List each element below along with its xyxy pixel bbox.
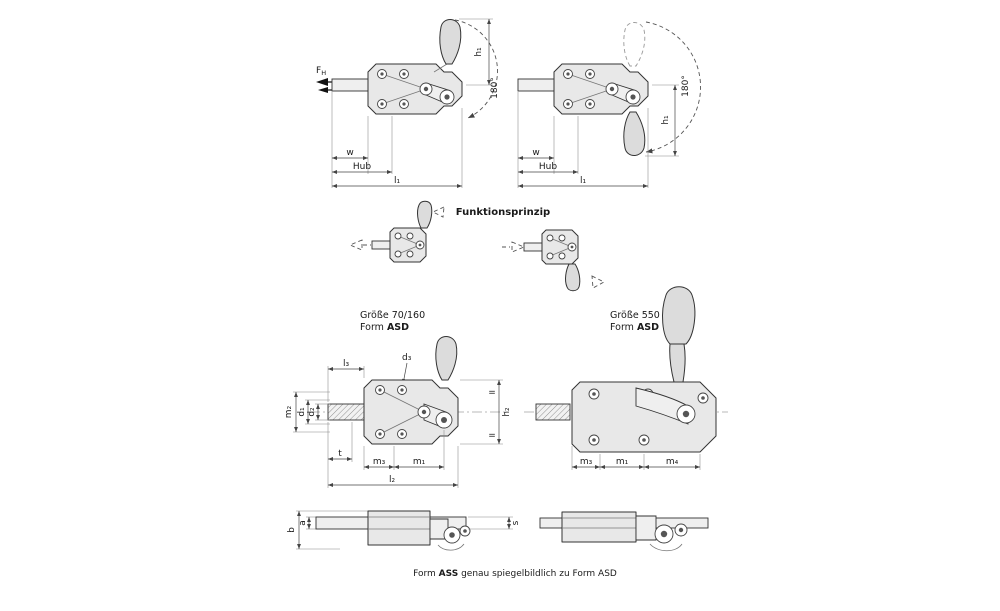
function-diagram-left — [348, 200, 445, 263]
form-label-right: Form ASD — [610, 322, 659, 333]
clamp-body — [363, 379, 459, 445]
handle-knob — [623, 111, 646, 156]
rotation-arc — [454, 19, 498, 119]
clamp-body — [553, 63, 649, 115]
handle-knob — [435, 336, 458, 381]
handle-ghost-position — [623, 22, 646, 67]
function-diagram-right — [502, 229, 605, 292]
dim-m2-label: m₂ — [284, 405, 294, 418]
dim-m1-label-left: m₁ — [413, 457, 426, 467]
dim-m3-label-left: m₃ — [373, 457, 386, 467]
clamp-body — [367, 63, 463, 115]
dim-h1-label-left: h₁ — [474, 47, 484, 57]
dimensioned-view-size-70-160: Größe 70/160 Form ASD m₂ d₁ d₂ l₃ d₃ — [284, 310, 512, 488]
dim-l1-label-right: l₁ — [580, 176, 587, 186]
dim-hub-label-left: Hub — [353, 162, 371, 172]
clamp-view-top-right: 180° h₁ w Hub l₁ — [517, 21, 702, 188]
dimensioned-view-size-550: Größe 550 Form ASD m₃ m₁ m₄ — [524, 286, 728, 470]
body-profile — [367, 510, 431, 546]
funktionsprinzip-title: Funktionsprinzip — [456, 207, 550, 218]
dim-h2-label: h₂ — [502, 407, 512, 417]
dim-m1-label-right: m₁ — [616, 457, 629, 467]
side-view-left: b a s — [287, 510, 521, 551]
dim-d2-label: d₂ — [307, 407, 317, 417]
dim-w-label-right: w — [532, 148, 539, 158]
dim-d3-label: d₃ — [402, 353, 412, 363]
footnote: Form ASS genau spiegelbildlich zu Form A… — [413, 569, 617, 579]
dim-l2-label: l₂ — [389, 475, 396, 485]
size-label-left: Größe 70/160 — [360, 310, 425, 321]
dim-fh-label: FH — [316, 66, 326, 77]
handle-knob — [439, 19, 462, 65]
clamp-body — [571, 381, 717, 453]
dim-hub-label-right: Hub — [539, 162, 557, 172]
symmetry-mark-bottom: = — [488, 431, 496, 441]
body-profile — [561, 511, 637, 543]
side-view-right — [539, 511, 709, 552]
dim-l3-label: l₃ — [343, 359, 350, 369]
dim-a-label: a — [298, 520, 308, 526]
handle-knob — [662, 286, 696, 345]
dim-m3-label-right: m₃ — [580, 457, 593, 467]
dim-d1-label: d₁ — [297, 407, 307, 417]
handle-stem — [669, 343, 686, 383]
funktionsprinzip-section: Funktionsprinzip — [348, 200, 605, 292]
dim-w-label-left: w — [346, 148, 353, 158]
symmetry-mark-top: = — [488, 388, 496, 398]
dim-l1-label-left: l₁ — [394, 176, 401, 186]
dim-180-label-left: 180° — [490, 77, 500, 99]
form-label-left: Form ASD — [360, 322, 409, 333]
dim-b-label: b — [287, 527, 297, 533]
size-label-right: Größe 550 — [610, 310, 660, 321]
dim-h1-label-right: h₁ — [661, 115, 671, 125]
dim-s-label: s — [511, 520, 521, 525]
dim-m4-label: m₄ — [666, 457, 679, 467]
dim-180-label-right: 180° — [681, 75, 691, 97]
threaded-rod — [327, 403, 365, 421]
clamp-view-top-left: FH 180° h₁ w Hub l₁ — [316, 18, 500, 188]
threaded-rod — [535, 403, 571, 421]
dim-t-label: t — [338, 449, 342, 459]
force-arrow-icon — [316, 78, 328, 86]
rotation-arc — [645, 21, 702, 154]
